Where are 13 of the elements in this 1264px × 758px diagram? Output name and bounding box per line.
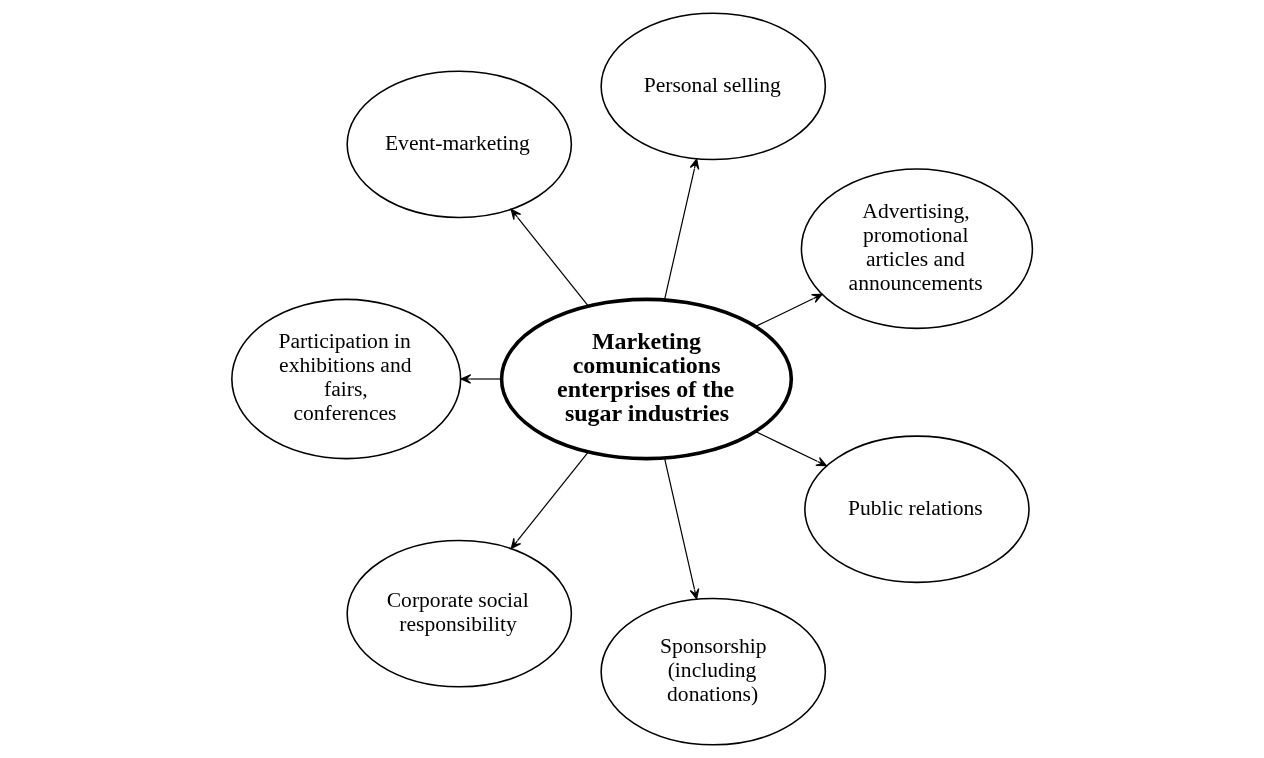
arrow: [510, 208, 589, 307]
arrow: [510, 451, 589, 550]
node-ellipse: Advertising, promotional articles and announcements: [800, 168, 1034, 330]
node-ellipse: Marketing comunications enterprises of the sugar industries: [499, 297, 794, 461]
node-ellipse: Participation in exhibitions and fairs, conferences: [231, 298, 462, 460]
arrow: [460, 374, 502, 384]
node-ellipse: Public relations: [804, 435, 1030, 584]
node-ellipse: Sponsorship (including donations): [600, 597, 827, 746]
arrow: [755, 431, 827, 467]
node-ellipse: Personal selling: [600, 12, 827, 161]
arrow: [663, 457, 700, 600]
arrow: [663, 158, 700, 301]
arrow: [755, 293, 823, 327]
